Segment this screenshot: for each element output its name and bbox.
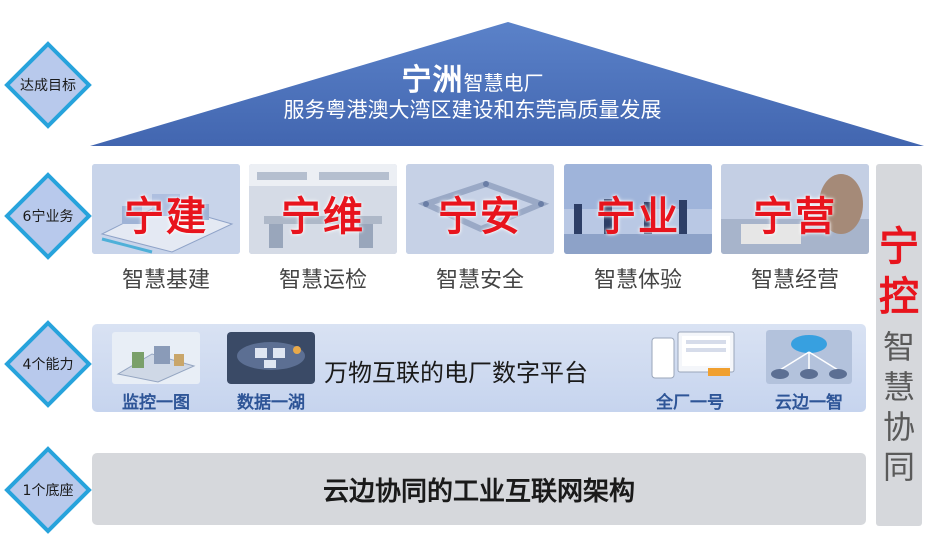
operation-photo	[721, 164, 869, 254]
business-card-safety: 宁安	[406, 164, 554, 254]
level-label-foundation: 1个底座	[22, 483, 74, 499]
business-desc-construction: 智慧基建	[121, 268, 210, 293]
business-name: 宁维	[281, 194, 365, 240]
capability-label-data-lake: 数据一湖	[237, 393, 305, 413]
control-desc-char-3: 协	[882, 408, 915, 446]
business-desc-operation: 智慧经营	[750, 268, 839, 293]
experience-photo	[564, 164, 712, 254]
safety-photo	[406, 164, 554, 254]
business-card-operation: 宁营	[721, 164, 869, 254]
control-name-char-2: 控	[879, 274, 919, 320]
business-name: 宁建	[124, 194, 208, 240]
level-label-capability: 4个能力	[22, 357, 74, 373]
capability-bar	[92, 324, 866, 412]
cloud-edge-thumbnail	[766, 330, 852, 384]
data-lake-thumbnail	[227, 332, 315, 384]
control-desc-char-4: 同	[882, 448, 915, 486]
level-diamond-goal: 达成目标	[4, 41, 92, 129]
business-desc-experience: 智慧体验	[593, 268, 682, 293]
level-diamond-business: 6宁业务	[4, 172, 92, 260]
level-label-goal: 达成目标	[20, 78, 76, 94]
business-card-construction: 宁建	[92, 164, 240, 254]
capability-label-plant-account: 全厂一号	[656, 393, 724, 413]
level-diamond-capability: 4个能力	[4, 320, 92, 408]
plant-account-thumbnail	[651, 331, 735, 379]
business-name: 宁营	[753, 194, 837, 240]
business-card-maintenance: 宁维	[249, 164, 397, 254]
roof-title: 宁洲智慧电厂	[0, 55, 945, 99]
business-name: 宁业	[596, 194, 680, 240]
business-desc-maintenance: 智慧运检	[278, 268, 367, 293]
maintenance-photo	[249, 164, 397, 254]
control-column	[876, 164, 922, 526]
control-desc-char-1: 智	[882, 328, 915, 366]
capability-label-monitor: 监控一图	[122, 393, 190, 413]
level-diamond-foundation: 1个底座	[4, 446, 92, 534]
roof-title-main: 宁洲	[401, 63, 464, 98]
foundation-bar: 云边协同的工业互联网架构	[92, 453, 866, 525]
roof-title-small: 智慧电厂	[463, 71, 544, 95]
capability-label-cloud-edge: 云边一智	[775, 393, 843, 413]
business-desc-safety: 智慧安全	[435, 268, 524, 293]
level-label-business: 6宁业务	[22, 209, 74, 225]
control-name-char-1: 宁	[879, 224, 919, 270]
monitor-map-thumbnail	[112, 332, 200, 384]
control-desc-char-2: 慧	[882, 368, 915, 406]
roof-triangle	[90, 22, 924, 146]
foundation-label: 云边协同的工业互联网架构	[322, 476, 635, 507]
platform-title: 万物互联的电厂数字平台	[324, 359, 588, 387]
construction-photo	[92, 164, 240, 254]
business-card-experience: 宁业	[564, 164, 712, 254]
roof-subtitle: 服务粤港澳大湾区建设和东莞高质量发展	[283, 98, 662, 122]
business-name: 宁安	[438, 194, 522, 240]
